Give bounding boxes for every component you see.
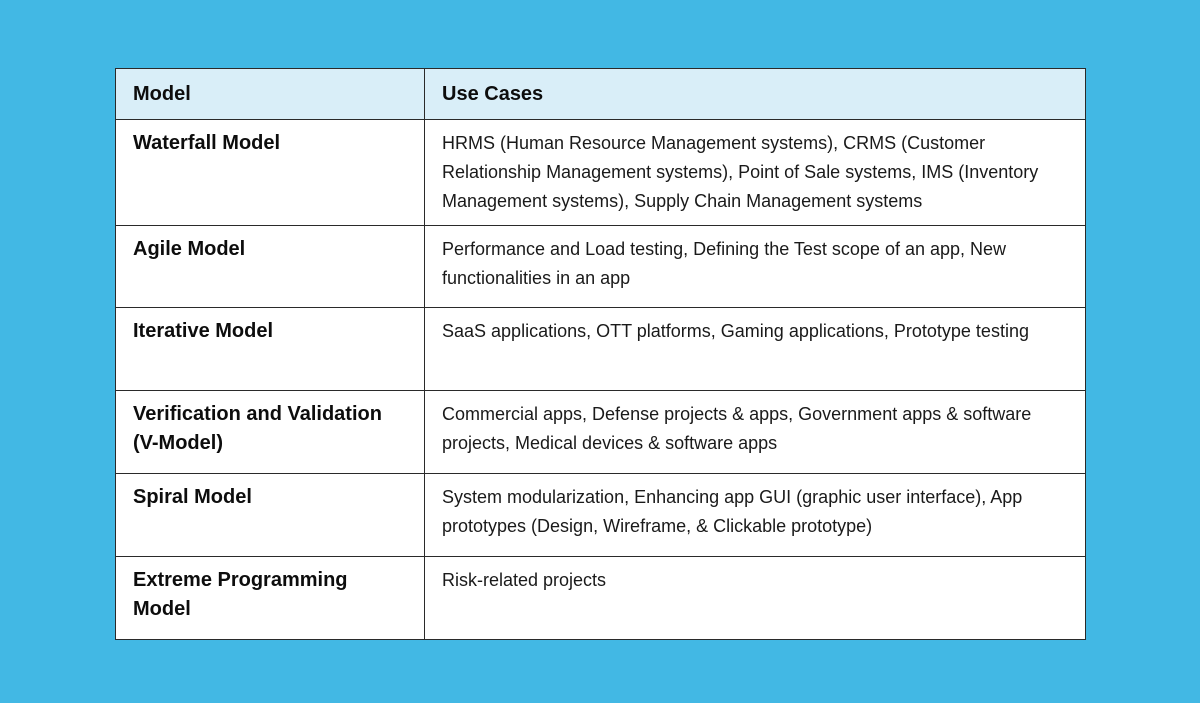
table-body: Waterfall Model HRMS (Human Resource Man… <box>115 119 1086 640</box>
use-cases-cell: Risk-related projects <box>424 556 1086 640</box>
model-cell: Verification and Validation (V-Model) <box>115 390 425 474</box>
model-cell: Extreme Programming Model <box>115 556 425 640</box>
table-row: Verification and Validation (V-Model) Co… <box>115 390 1086 474</box>
use-cases-cell: Commercial apps, Defense projects & apps… <box>424 390 1086 474</box>
use-cases-cell: System modularization, Enhancing app GUI… <box>424 473 1086 557</box>
table-row: Spiral Model System modularization, Enha… <box>115 473 1086 557</box>
use-cases-cell: HRMS (Human Resource Management systems)… <box>424 119 1086 226</box>
header-use-cases: Use Cases <box>424 68 1086 120</box>
model-cell: Waterfall Model <box>115 119 425 226</box>
table-header: Model Use Cases <box>115 68 1086 120</box>
model-use-cases-table: Model Use Cases Waterfall Model HRMS (Hu… <box>115 68 1086 640</box>
use-cases-cell: SaaS applications, OTT platforms, Gaming… <box>424 307 1086 391</box>
table-row: Waterfall Model HRMS (Human Resource Man… <box>115 119 1086 226</box>
header-model: Model <box>115 68 425 120</box>
table-row: Iterative Model SaaS applications, OTT p… <box>115 307 1086 391</box>
table-row: Extreme Programming Model Risk-related p… <box>115 556 1086 640</box>
table-row: Agile Model Performance and Load testing… <box>115 225 1086 308</box>
model-cell: Agile Model <box>115 225 425 308</box>
model-use-cases-table-container: Model Use Cases Waterfall Model HRMS (Hu… <box>115 68 1086 640</box>
model-cell: Iterative Model <box>115 307 425 391</box>
header-row: Model Use Cases <box>115 68 1086 120</box>
use-cases-cell: Performance and Load testing, Defining t… <box>424 225 1086 308</box>
model-cell: Spiral Model <box>115 473 425 557</box>
